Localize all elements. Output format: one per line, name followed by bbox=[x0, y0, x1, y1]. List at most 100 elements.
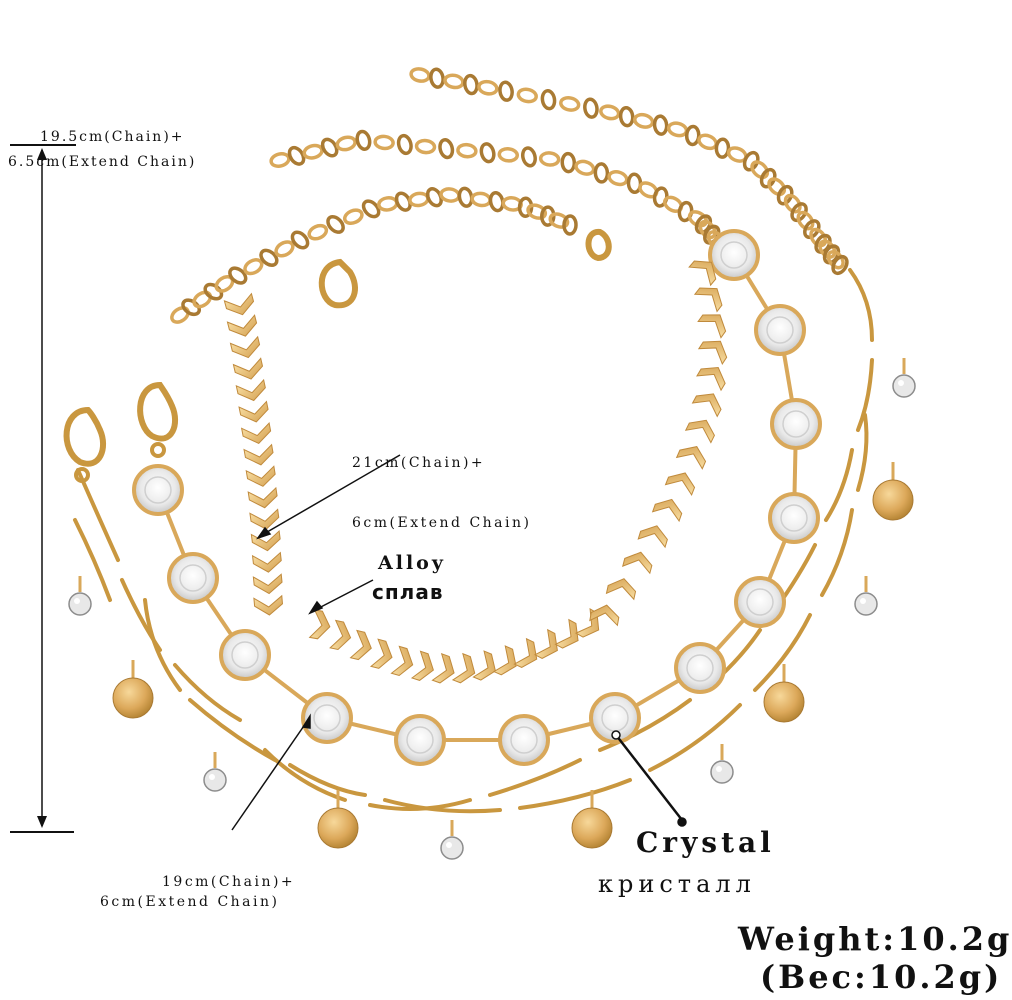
chain-link bbox=[714, 137, 731, 159]
chevron-link-icon bbox=[472, 650, 496, 681]
crystal-stone-icon bbox=[710, 760, 734, 784]
crystal-facet bbox=[144, 476, 172, 504]
crystal-stone-icon bbox=[440, 836, 464, 860]
chevron-link-icon bbox=[252, 573, 283, 595]
chevron-link-icon bbox=[243, 443, 274, 466]
chevron-link-icon bbox=[451, 652, 476, 684]
crystal-stone-icon bbox=[301, 692, 353, 744]
gem-highlight bbox=[446, 842, 452, 848]
chain-link bbox=[443, 73, 465, 90]
chain-link bbox=[192, 290, 213, 309]
chain-link bbox=[408, 191, 430, 208]
crystal-facet bbox=[766, 316, 794, 344]
chevron-link-icon bbox=[693, 287, 723, 313]
gem-highlight bbox=[716, 766, 722, 772]
lobster-clasp-icon bbox=[318, 258, 358, 309]
chain-link bbox=[228, 266, 248, 285]
chain-link bbox=[618, 105, 635, 128]
chain-link bbox=[320, 137, 339, 158]
chevron-link-icon bbox=[226, 314, 258, 337]
chain-link bbox=[559, 96, 581, 112]
chevron-link-icon bbox=[235, 378, 266, 402]
dimension-label-chevron-line2: 6cm(Extend Chain) bbox=[352, 515, 532, 531]
chevron-link-icon bbox=[554, 618, 579, 649]
crystal-charms bbox=[68, 358, 916, 860]
crystal-stone-icon bbox=[708, 229, 760, 281]
crystal-facet bbox=[510, 726, 538, 754]
chain-link bbox=[538, 151, 561, 167]
chain-link bbox=[355, 129, 372, 151]
chain-link bbox=[497, 147, 520, 163]
chain-link bbox=[796, 210, 815, 231]
chain-link bbox=[776, 184, 794, 206]
chain-link bbox=[593, 162, 610, 184]
chain-link bbox=[456, 142, 478, 159]
chain-link bbox=[540, 89, 557, 111]
scallop-bracelet-inner bbox=[73, 413, 869, 814]
crystal-stone-icon bbox=[892, 374, 916, 398]
chain-link bbox=[438, 138, 455, 160]
crystal-facet bbox=[780, 504, 808, 532]
chain-link bbox=[259, 248, 279, 267]
crystal-facet bbox=[406, 726, 434, 754]
alloy-label: Alloy bbox=[378, 552, 446, 574]
chevron-link-icon bbox=[697, 340, 728, 366]
chevron-link-icon bbox=[410, 650, 434, 681]
chevron-link-icon bbox=[492, 645, 517, 676]
chain-link bbox=[560, 151, 577, 174]
chain-link bbox=[409, 67, 431, 83]
crystal-stone-icon bbox=[203, 768, 227, 792]
crystal-stone-icon bbox=[132, 464, 184, 516]
crystal-label: Crystal bbox=[636, 826, 775, 859]
crystal-facet bbox=[231, 641, 259, 669]
chain-link bbox=[633, 112, 655, 129]
chain-link bbox=[520, 146, 537, 168]
gold-disc-icon bbox=[112, 677, 154, 719]
chevron-link-icon bbox=[390, 645, 414, 677]
dimension-label-outer: 19.5cm(Chain)+ bbox=[40, 92, 185, 164]
chain-link bbox=[803, 219, 821, 240]
chevron-link-icon bbox=[651, 498, 683, 523]
chevron-link-icon bbox=[431, 653, 455, 684]
gold-disc-charms bbox=[112, 462, 914, 849]
crystal-stone-icon bbox=[167, 552, 219, 604]
gem-highlight bbox=[898, 380, 904, 386]
crystal-facet bbox=[746, 588, 774, 616]
dimension-label-crystal-line2: 6cm(Extend Chain) bbox=[100, 894, 280, 910]
annotation-pointers bbox=[231, 454, 687, 831]
chain-link bbox=[583, 97, 599, 119]
chevron-link-icon bbox=[589, 604, 620, 627]
chain-link bbox=[562, 214, 578, 236]
crystal-facet bbox=[313, 704, 341, 732]
crystal-stone-icon bbox=[674, 642, 726, 694]
chevron-link-icon bbox=[349, 629, 372, 661]
chain-link bbox=[429, 67, 445, 89]
crystal-stone-icon bbox=[498, 714, 550, 766]
gem-highlight bbox=[860, 598, 866, 604]
gem-highlight bbox=[74, 598, 80, 604]
chain-link bbox=[243, 258, 264, 276]
chevron-link-icon bbox=[247, 486, 278, 509]
chevron-link-icon bbox=[253, 594, 284, 616]
chevron-link-icon bbox=[688, 260, 717, 287]
crystal-stone-icon bbox=[768, 492, 820, 544]
chevron-link-icon bbox=[245, 465, 276, 487]
crystal-label-ru: кристалл bbox=[598, 870, 756, 898]
chevron-link-icon bbox=[675, 446, 707, 470]
chevron-link-icon bbox=[250, 530, 281, 552]
chain-link bbox=[361, 199, 381, 219]
chevron-link-icon bbox=[664, 472, 696, 496]
dimension-label-chevron: 21cm(Chain)+ 6cm(Extend Chain) bbox=[352, 413, 531, 553]
crystal-facet bbox=[686, 654, 714, 682]
chain-link bbox=[290, 230, 310, 250]
chevron-link-icon bbox=[513, 637, 538, 669]
dimension-label-outer-2: 6.5cm(Extend Chain) bbox=[8, 117, 196, 189]
chevron-link-icon bbox=[223, 292, 255, 316]
chain-link bbox=[750, 160, 770, 180]
chain-link bbox=[414, 138, 437, 155]
chevron-link-icon bbox=[232, 357, 264, 380]
chevron-link-icon bbox=[369, 638, 393, 669]
chain-link bbox=[439, 187, 461, 203]
chain-link bbox=[307, 223, 329, 241]
chain-link bbox=[373, 134, 395, 151]
